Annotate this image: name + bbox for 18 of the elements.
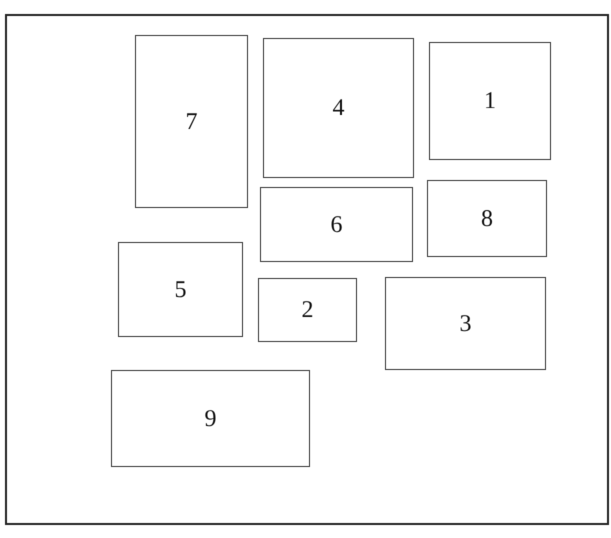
numbered-box: [385, 277, 546, 370]
numbered-box: [111, 370, 310, 467]
numbered-box: [429, 42, 551, 160]
box-number: 1: [484, 89, 496, 113]
box-number: 5: [174, 278, 186, 302]
box-number: 6: [330, 212, 342, 236]
numbered-box: [118, 242, 243, 337]
box-number: 9: [204, 406, 216, 430]
box-number: 3: [460, 312, 472, 336]
box-number: 7: [186, 110, 198, 134]
numbered-box: [263, 38, 414, 178]
numbered-box: [135, 35, 248, 208]
box-number: 8: [481, 206, 493, 230]
numbered-box: [260, 187, 413, 262]
box-number: 2: [302, 298, 314, 322]
numbered-box: [258, 278, 357, 342]
numbered-box: [427, 180, 547, 257]
box-number: 4: [332, 96, 344, 120]
